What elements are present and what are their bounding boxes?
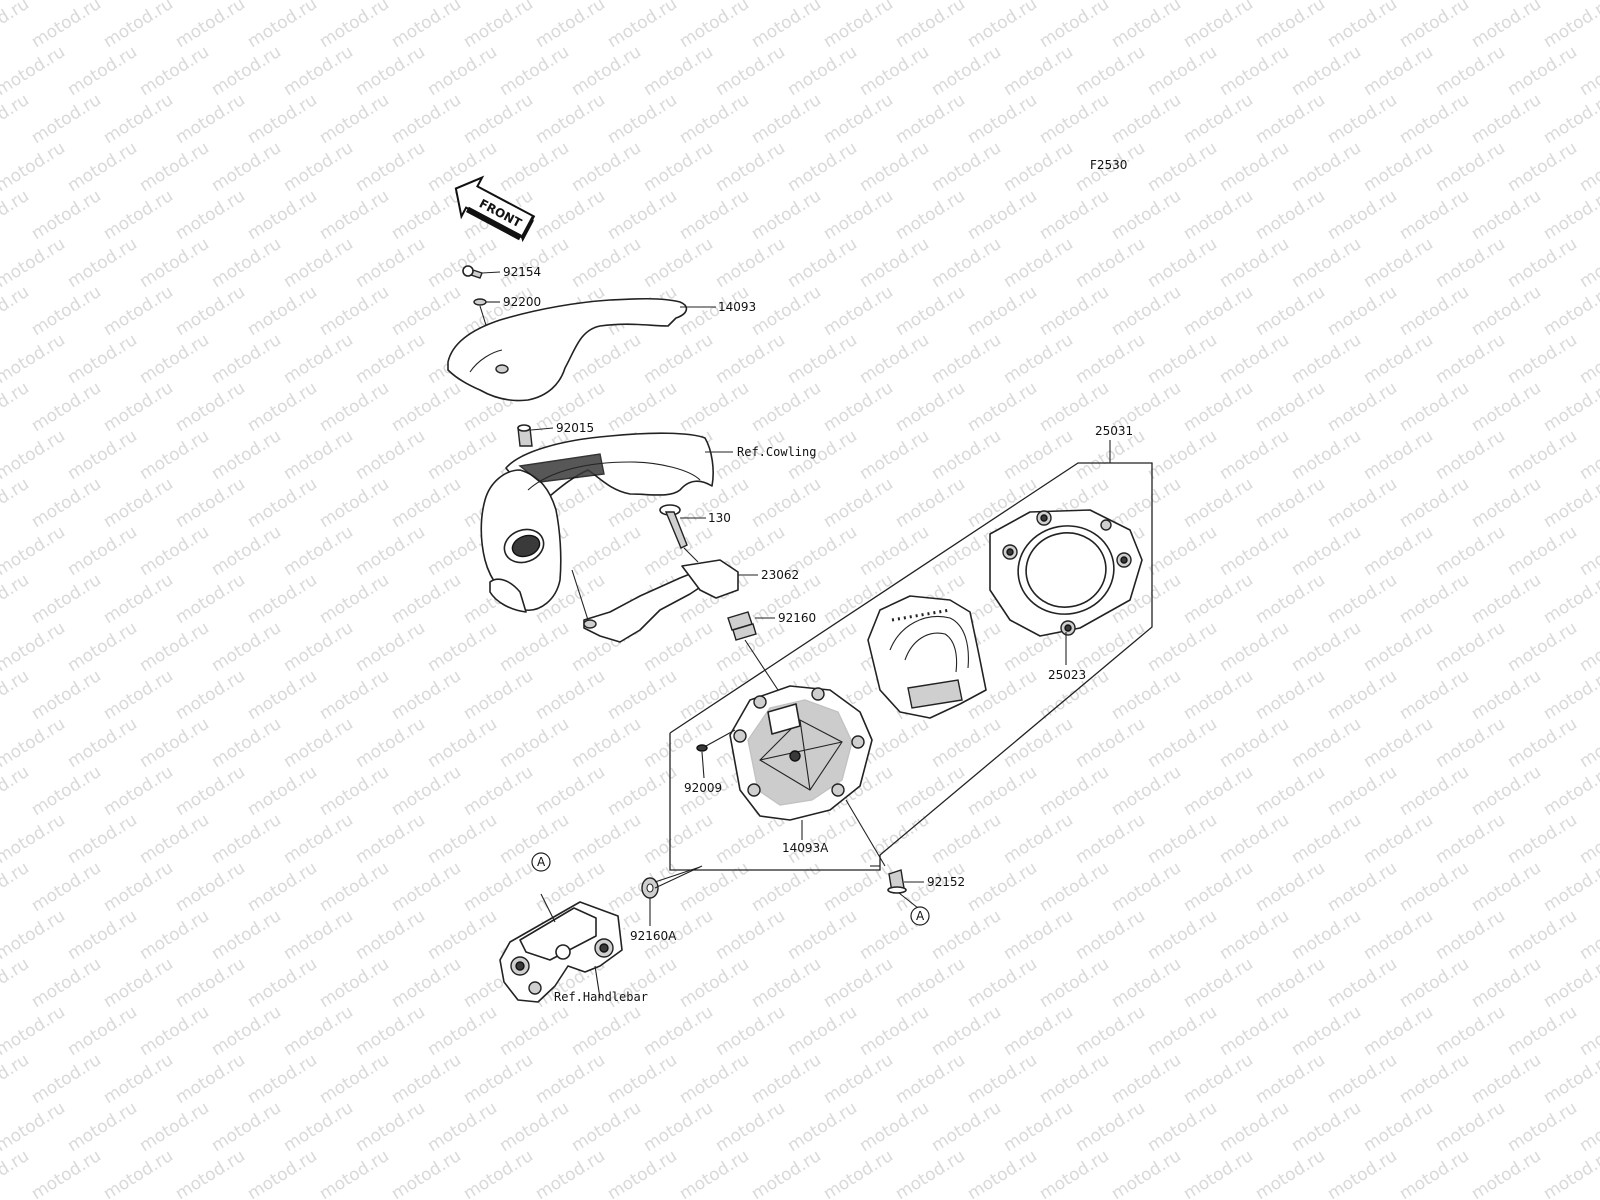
callout-92160: 92160 [778, 611, 816, 625]
cover-14093 [447, 297, 716, 402]
washer-92160a [641, 866, 701, 926]
meter-cover-25023 [989, 509, 1143, 665]
front-direction-arrow: FRONT [454, 175, 536, 243]
callout-14093a: 14093A [782, 841, 829, 855]
screw-92009 [696, 729, 736, 779]
meter-housing-14093a [729, 685, 886, 867]
bracket-23062 [571, 559, 758, 643]
callout-92009: 92009 [684, 781, 722, 795]
reference-marker-a-right: A [910, 906, 930, 926]
callout-92015: 92015 [556, 421, 594, 435]
meter-unit [867, 595, 987, 719]
leader-assembly-link [654, 865, 703, 889]
callout-25023: 25023 [1048, 668, 1086, 682]
bolt-130 [659, 504, 706, 563]
cowling-reference-part [480, 432, 733, 613]
callout-92200: 92200 [503, 295, 541, 309]
meter-assembly-frame-25031 [669, 440, 1153, 871]
collar-92152 [887, 869, 924, 909]
collar-92015 [517, 424, 554, 447]
svg-text:A: A [537, 855, 546, 869]
bolt-92154 [462, 265, 501, 279]
washer-92200 [473, 298, 500, 306]
callout-14093: 14093 [718, 300, 756, 314]
reference-marker-a-left: A [531, 852, 551, 872]
watermark-text: motod.ru [1576, 0, 1600, 4]
handlebar-clamp-reference-part [499, 893, 623, 1003]
callout-23062: 23062 [761, 568, 799, 582]
callout-25031: 25031 [1095, 424, 1133, 438]
callout-ref-cowling: Ref.Cowling [737, 445, 816, 459]
callout-92160a: 92160A [630, 929, 677, 943]
callout-92152: 92152 [927, 875, 965, 889]
svg-text:A: A [916, 909, 925, 923]
callout-ref-handlebar: Ref.Handlebar [554, 990, 648, 1004]
grommet-92160 [727, 611, 779, 691]
callout-130: 130 [708, 511, 731, 525]
callout-92154: 92154 [503, 265, 541, 279]
figure-code: F2530 [1090, 158, 1127, 172]
